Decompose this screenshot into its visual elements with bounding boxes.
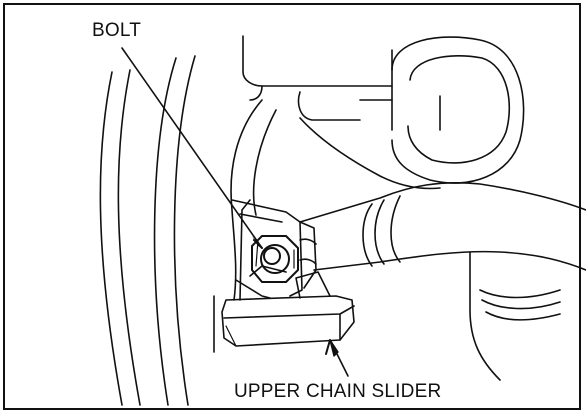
bolt-leader-line [121, 47, 263, 249]
center-body [230, 99, 441, 301]
leader-lines [121, 47, 349, 377]
upper-chain-slider-label: UPPER CHAIN SLIDER [232, 381, 444, 403]
bolt-icon [251, 235, 299, 283]
hose [299, 181, 586, 381]
housing-arcs [99, 55, 196, 406]
right-loop [391, 36, 525, 184]
upper-boss [242, 35, 393, 131]
upper-chain-slider [213, 271, 355, 353]
bolt-label: BOLT [92, 20, 142, 42]
bracket [231, 199, 317, 299]
